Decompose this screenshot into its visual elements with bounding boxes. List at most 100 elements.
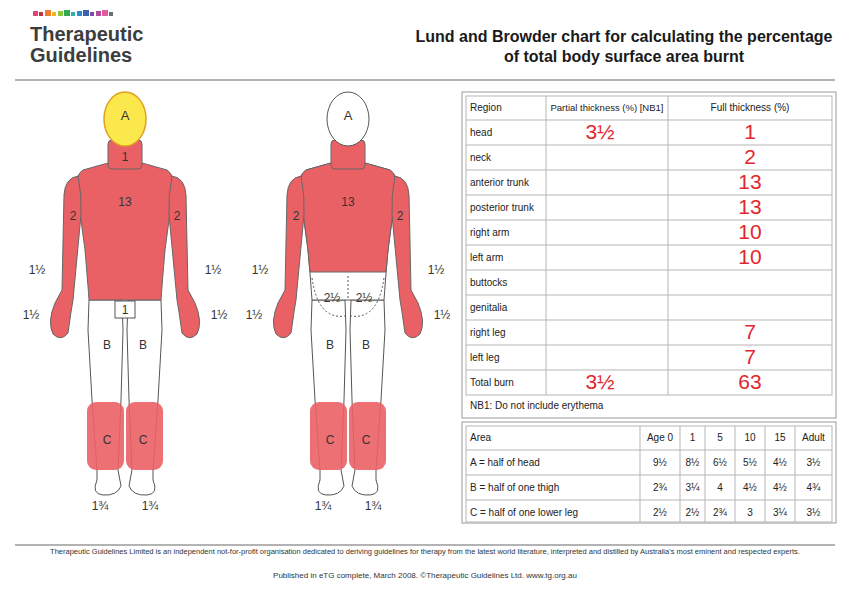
logo-square: [58, 11, 63, 16]
table-line: [466, 245, 832, 246]
table-cell: 2¾: [705, 507, 735, 519]
footer-rule: [15, 544, 835, 546]
logo-square: [71, 12, 75, 16]
body-region-label: 1½: [421, 263, 451, 277]
handwritten-value: 1: [720, 119, 780, 144]
body-region-label: 2½: [349, 291, 379, 305]
handwritten-value: 7: [720, 319, 780, 344]
table-cell: 4½: [735, 482, 765, 494]
body-region-label: 2: [58, 209, 88, 223]
logo-square: [96, 11, 101, 16]
table-line: [640, 426, 641, 522]
handwritten-value: 2: [720, 144, 780, 169]
table-cell: 2¾: [645, 482, 675, 494]
table-line: [466, 500, 832, 501]
body-region-label: 1½: [198, 263, 228, 277]
table-line: [466, 120, 832, 121]
table-line: [466, 295, 832, 296]
burn-area: [126, 402, 163, 470]
body-region-label: C: [92, 433, 122, 447]
table-line: [680, 426, 681, 522]
column-header: Full thickness (%): [670, 102, 830, 114]
table-cell: 2½: [678, 507, 708, 519]
column-header: 1: [675, 432, 711, 444]
body-region-label: 1: [110, 150, 140, 164]
table-cell: 8½: [678, 457, 708, 469]
logo-square: [33, 11, 38, 16]
table-cell: 3: [735, 507, 765, 519]
leg-outline: [88, 300, 123, 495]
burn-area: [77, 163, 174, 300]
body-region-label: 1½: [427, 308, 457, 322]
body-region-label: 13: [333, 195, 363, 209]
burn-area: [300, 163, 397, 272]
back-body-figure: [273, 92, 422, 495]
header-rule: [15, 79, 835, 81]
leg-outline: [127, 300, 162, 495]
burn-area: [392, 176, 423, 338]
handwritten-value: 3½: [570, 119, 630, 144]
table-cell: 4: [705, 482, 735, 494]
logo-square: [77, 11, 82, 16]
row-label: Total burn: [470, 377, 542, 389]
table-line: [466, 345, 832, 346]
burn-area: [169, 176, 200, 338]
body-region-label: A: [333, 108, 363, 124]
burn-table-grid: [462, 92, 836, 418]
table-cell: 4¾: [799, 482, 829, 494]
front-body-figure: [50, 92, 199, 495]
logo-squares: [33, 10, 113, 16]
body-region-label: 1¾: [85, 499, 115, 513]
table-line: [466, 170, 832, 171]
body-region-label: 1½: [22, 263, 52, 277]
logo-square: [109, 12, 113, 16]
body-region-label: C: [351, 433, 381, 447]
row-label: anterior trunk: [470, 177, 542, 189]
table-frame: [466, 96, 832, 395]
age-table-grid: [462, 422, 836, 523]
column-header: Region: [470, 102, 542, 114]
table-frame: [462, 422, 836, 523]
body-region-label: 1¾: [308, 499, 338, 513]
logo-square: [64, 10, 70, 16]
leg-outline: [311, 300, 346, 495]
table-line: [466, 145, 832, 146]
logo-square: [39, 12, 43, 16]
table-line: [466, 320, 832, 321]
logo-square: [45, 10, 51, 16]
body-region-label: B: [315, 338, 345, 352]
burn-area: [349, 402, 386, 470]
table-cell: 3½: [799, 457, 829, 469]
table-cell: 2½: [645, 507, 675, 519]
table-line: [466, 450, 832, 451]
body-region-label: 1½: [204, 308, 234, 322]
row-label: A = half of head: [470, 457, 635, 469]
row-label: C = half of one lower leg: [470, 507, 635, 519]
partial-burn-area: [104, 92, 146, 146]
body-region-label: 2½: [317, 291, 347, 305]
table-cell: 3¼: [678, 482, 708, 494]
logo-square: [102, 10, 108, 16]
table-cell: 4½: [765, 482, 795, 494]
column-header: 10: [732, 432, 768, 444]
table-line: [765, 426, 766, 522]
column-header: Adult: [796, 432, 832, 444]
buttocks-outline: [312, 276, 384, 316]
table-line: [466, 270, 832, 271]
table-line: [795, 426, 796, 522]
handwritten-value: 63: [720, 369, 780, 394]
row-label: head: [470, 127, 542, 139]
table-line: [735, 426, 736, 522]
table-frame: [462, 92, 836, 418]
burn-area: [87, 402, 124, 470]
handwritten-value: 13: [720, 169, 780, 194]
body-region-label: B: [92, 338, 122, 352]
table-line: [705, 426, 706, 522]
handwritten-value: 13: [720, 194, 780, 219]
row-label: genitalia: [470, 302, 542, 314]
handwritten-value: 7: [720, 344, 780, 369]
logo-text: Therapeutic Guidelines: [30, 24, 170, 66]
body-region-label: 2: [162, 209, 192, 223]
